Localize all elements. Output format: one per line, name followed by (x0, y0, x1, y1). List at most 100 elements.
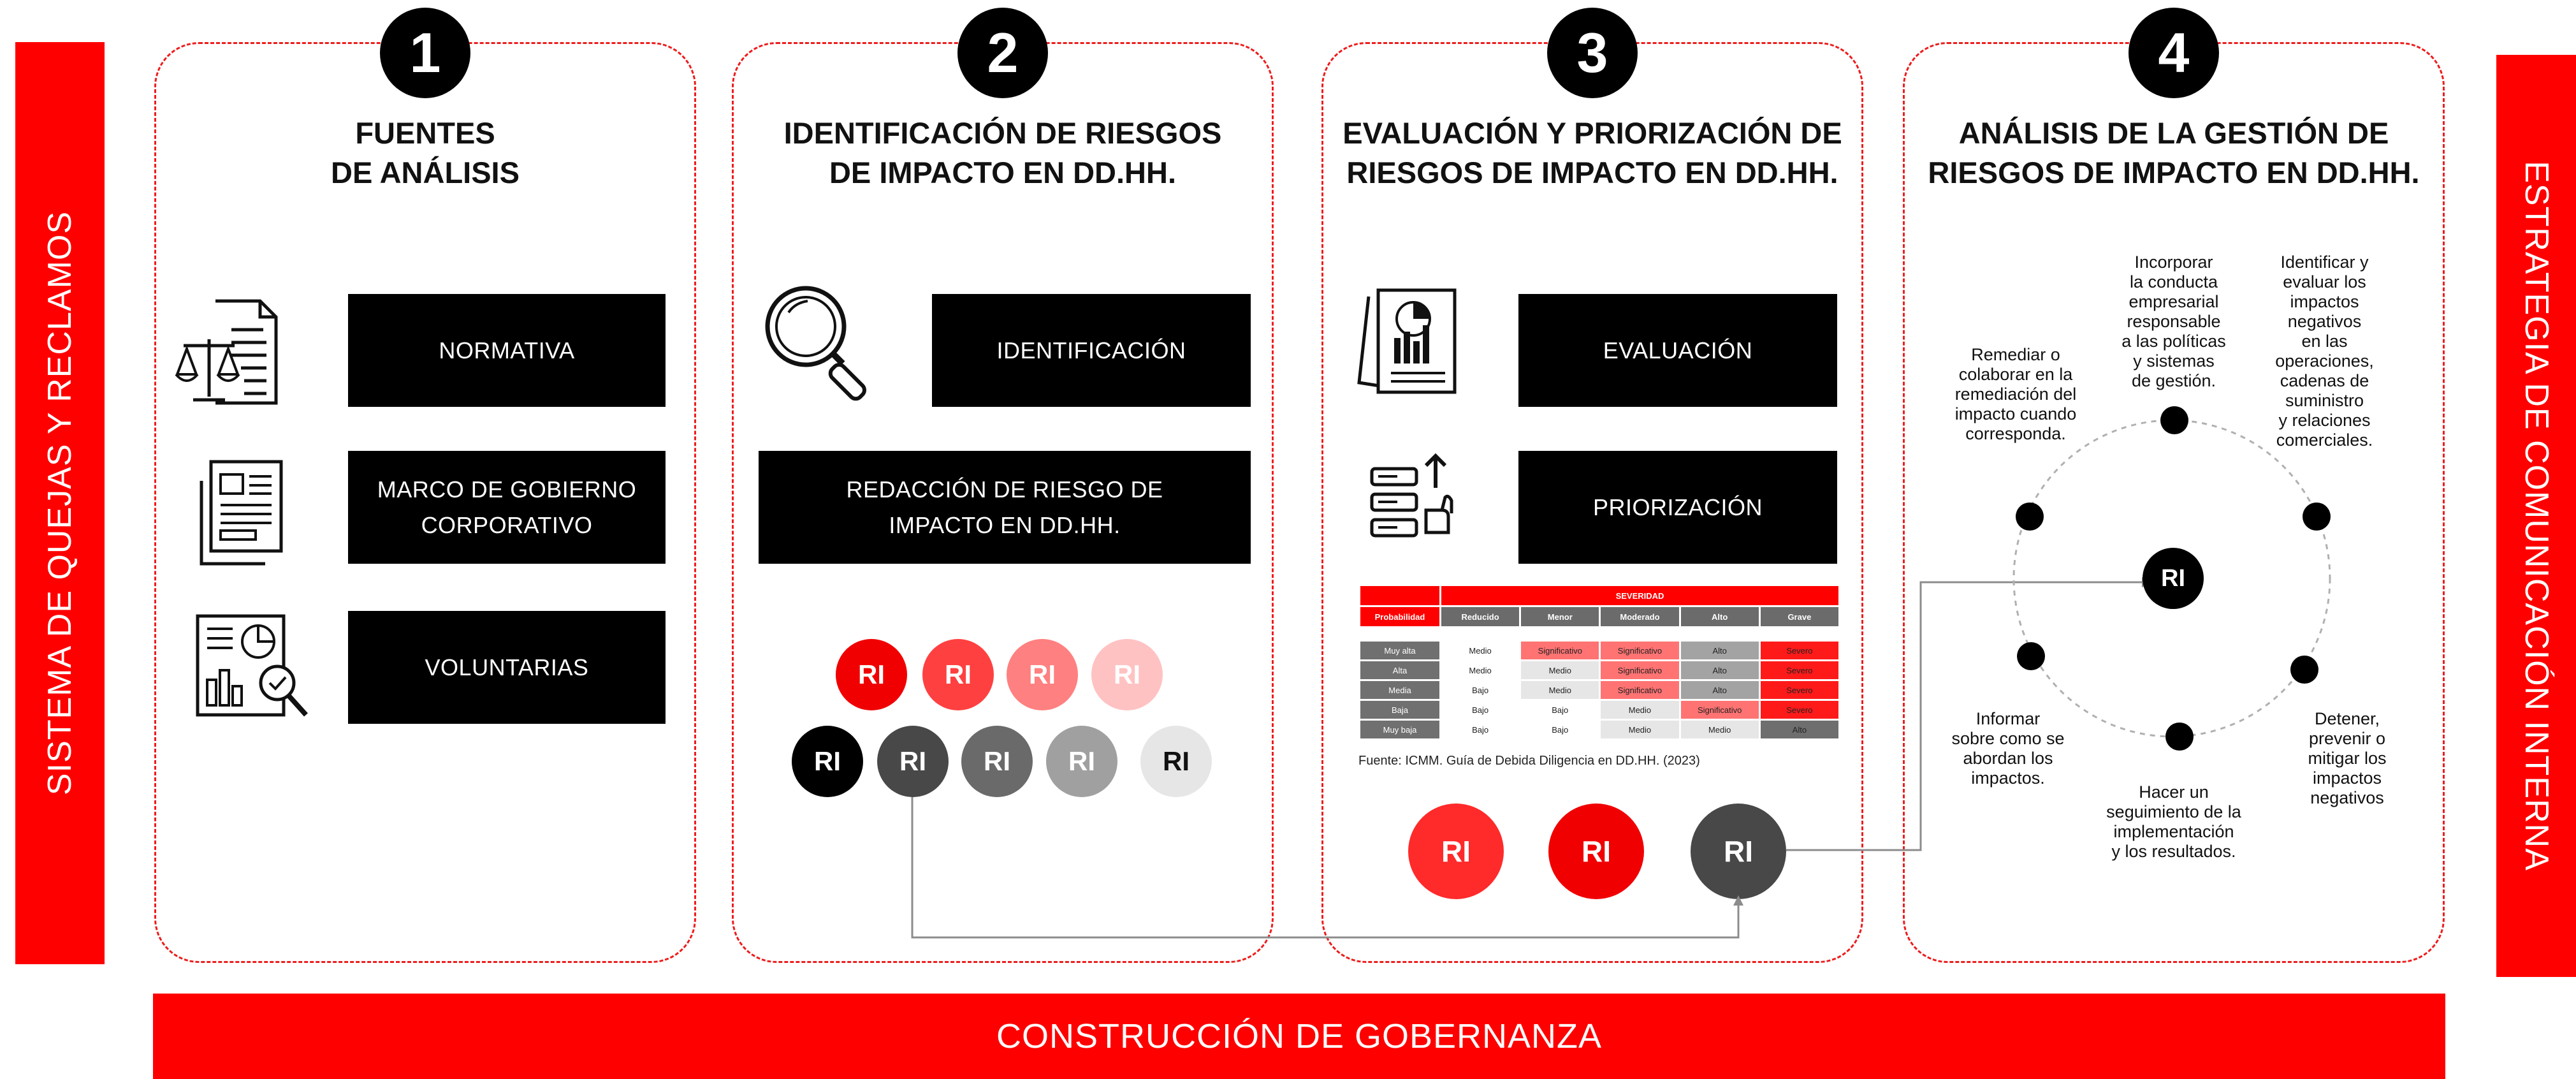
complaints-system-bar: SISTEMA DE QUEJAS Y RECLAMOS (15, 42, 105, 964)
panel-3-title-line2: RIESGOS DE IMPACTO EN DD.HH. (1346, 156, 1838, 189)
identification-block: IDENTIFICACIÓN (932, 294, 1251, 407)
matrix-cell: Severo (1760, 642, 1838, 659)
matrix-cell: Significativo (1601, 642, 1679, 659)
report-charts-icon (1357, 288, 1457, 394)
matrix-cell: Alto (1680, 681, 1759, 699)
matrix-cell: Significativo (1601, 661, 1679, 679)
corporate-governance-label-line2: CORPORATIVO (421, 511, 593, 538)
panel-3-title-line1: EVALUACIÓN Y PRIORIZACIÓN DE (1343, 116, 1842, 150)
matrix-cell: Bajo (1521, 701, 1599, 719)
panel-4-title-line1: ANÁLISIS DE LA GESTIÓN DE (1958, 116, 2389, 150)
ri-center: RI (2143, 548, 2204, 609)
cycle-dot (2016, 503, 2044, 531)
ri-circle: RI (1007, 639, 1078, 710)
cycle-step-bottom: Hacer un seguimiento de la implementació… (2106, 782, 2241, 861)
risk-drafting-label-line1: REDACCIÓN DE RIESGO DE (846, 476, 1163, 503)
internal-communication-label: ESTRATEGIA DE COMUNICACIÓN INTERNA (2517, 161, 2555, 871)
cycle-step-top: Incorporar la conducta empresarial respo… (2121, 253, 2226, 390)
matrix-severity-header: SEVERIDAD (1441, 586, 1838, 605)
panel-4-title-line2: RIESGOS DE IMPACTO EN DD.HH. (1928, 156, 2420, 189)
normativa-label: NORMATIVA (439, 337, 575, 363)
ri-circle: RI (961, 726, 1033, 797)
prioritization-label: PRIORIZACIÓN (1592, 494, 1763, 520)
risk-drafting-label-line2: IMPACTO EN DD.HH. (889, 511, 1121, 538)
panel-1-title: FUENTES DE ANÁLISIS (154, 114, 696, 193)
ri-circle: RI (792, 726, 863, 797)
matrix-cell: Bajo (1441, 681, 1520, 699)
matrix-column-header: Menor (1521, 607, 1599, 626)
cycle-dot (2160, 406, 2188, 434)
cycle-dot (2017, 642, 2045, 670)
report-analysis-icon (196, 614, 308, 717)
risk-matrix: SEVERIDAD Probabilidad Reducido Menor Mo… (1358, 584, 1840, 740)
panel-1-title-line2: DE ANÁLISIS (331, 156, 520, 189)
panel-2-title: IDENTIFICACIÓN DE RIESGOS DE IMPACTO EN … (732, 114, 1274, 193)
complaints-system-label: SISTEMA DE QUEJAS Y RECLAMOS (41, 210, 78, 796)
evaluation-block: EVALUACIÓN (1518, 294, 1837, 407)
ri-circle: RI (877, 726, 949, 797)
matrix-cell: Medio (1521, 681, 1599, 699)
matrix-column-header: Reducido (1441, 607, 1520, 626)
ri-circle-prioritized: RI (1548, 804, 1644, 899)
matrix-cell: Alto (1760, 721, 1838, 738)
corporate-governance-block: MARCO DE GOBIERNO CORPORATIVO (348, 451, 666, 564)
step-number-4: 4 (2128, 8, 2219, 98)
panel-1-title-line1: FUENTES (355, 116, 495, 150)
matrix-row-label: Media (1360, 681, 1439, 699)
cycle-step-top-right: Identificar y evaluar los impactos negat… (2275, 253, 2374, 450)
governance-label: CONSTRUCCIÓN DE GOBERNANZA (996, 1017, 1603, 1055)
ri-circle: RI (1046, 726, 1117, 797)
matrix-cell: Significativo (1680, 701, 1759, 719)
corporate-governance-label-line1: MARCO DE GOBIERNO (377, 476, 637, 503)
matrix-row-label: Muy alta (1360, 642, 1439, 659)
prioritization-block: PRIORIZACIÓN (1518, 451, 1837, 564)
ri-circle-prioritized: RI (1691, 804, 1786, 899)
cycle-dot (2165, 723, 2194, 751)
matrix-cell: Severo (1760, 681, 1838, 699)
step-number-2: 2 (957, 8, 1048, 98)
identification-label: IDENTIFICACIÓN (996, 337, 1186, 363)
matrix-cell: Bajo (1441, 721, 1520, 738)
matrix-cell: Medio (1521, 661, 1599, 679)
matrix-row-label: Baja (1360, 701, 1439, 719)
matrix-row-label: Alta (1360, 661, 1439, 679)
matrix-cell: Bajo (1441, 701, 1520, 719)
voluntarias-block: VOLUNTARIAS (348, 611, 666, 724)
step-number-3: 3 (1547, 8, 1638, 98)
governance-bar: CONSTRUCCIÓN DE GOBERNANZA (153, 994, 2445, 1079)
matrix-cell: Medio (1601, 701, 1679, 719)
matrix-cell: Alto (1680, 661, 1759, 679)
matrix-column-header: Alto (1680, 607, 1759, 626)
panel-4-title: ANÁLISIS DE LA GESTIÓN DE RIESGOS DE IMP… (1903, 114, 2445, 193)
matrix-cell: Significativo (1521, 642, 1599, 659)
ri-circle-prioritized: RI (1408, 804, 1504, 899)
matrix-column-header: Moderado (1601, 607, 1679, 626)
matrix-cell: Medio (1441, 642, 1520, 659)
ri-circle: RI (1140, 726, 1212, 797)
ri-circle: RI (922, 639, 994, 710)
panel-2-title-line2: DE IMPACTO EN DD.HH. (829, 156, 1176, 189)
matrix-cell: Bajo (1521, 721, 1599, 738)
matrix-probability-header: Probabilidad (1360, 607, 1439, 626)
cycle-step-top-left: Remediar o colaborar en la remediación d… (1954, 345, 2077, 443)
matrix-cell: Significativo (1601, 681, 1679, 699)
panel-3-title: EVALUACIÓN Y PRIORIZACIÓN DE RIESGOS DE … (1321, 114, 1863, 193)
magnifying-glass-icon (765, 286, 866, 401)
documents-icon (200, 460, 283, 566)
matrix-cell: Medio (1601, 721, 1679, 738)
matrix-cell: Severo (1760, 701, 1838, 719)
normativa-block: NORMATIVA (348, 294, 666, 407)
cycle-step-bottom-right: Detener, prevenir o mitigar los impactos… (2308, 709, 2387, 807)
internal-communication-bar: ESTRATEGIA DE COMUNICACIÓN INTERNA (2496, 55, 2576, 977)
legal-document-scales-icon (175, 299, 278, 405)
matrix-cell: Alto (1680, 642, 1759, 659)
cycle-dot (2303, 503, 2331, 531)
cycle-dot (2290, 656, 2318, 684)
matrix-source: Fuente: ICMM. Guía de Debida Diligencia … (1358, 754, 1700, 768)
matrix-corner (1360, 586, 1439, 605)
step-number-1: 1 (380, 8, 470, 98)
prioritization-icon (1370, 453, 1453, 538)
panel-2-title-line1: IDENTIFICACIÓN DE RIESGOS (783, 116, 1222, 150)
evaluation-label: EVALUACIÓN (1603, 337, 1753, 363)
matrix-cell: Medio (1680, 721, 1759, 738)
